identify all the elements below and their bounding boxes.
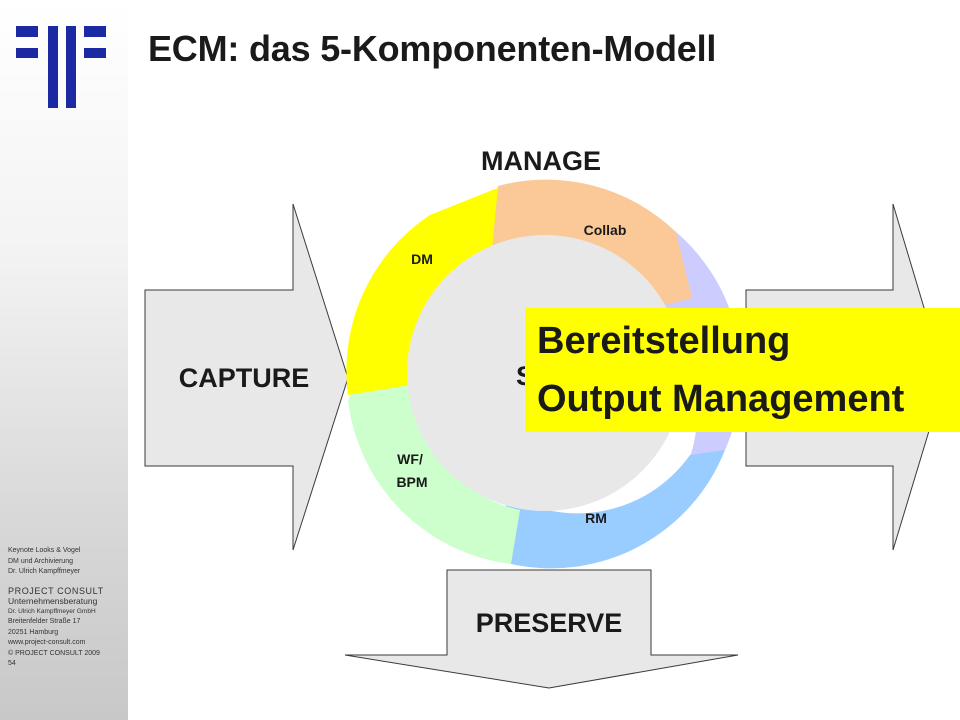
footer-line: www.project-consult.com (8, 639, 86, 646)
footer-subtitle: Unternehmensberatung (8, 596, 98, 606)
footer-company: PROJECT CONSULT (8, 585, 104, 596)
segment-label-bpm: BPM (396, 474, 427, 490)
footer-line: Keynote Looks & Vogel (8, 547, 81, 554)
footer-info: Keynote Looks & Vogel DM und Archivierun… (8, 546, 126, 670)
manage-label: MANAGE (481, 146, 601, 176)
segment-wf-bpm (348, 355, 520, 564)
segment-label-dm: DM (411, 251, 433, 267)
segment-dm (346, 185, 505, 395)
footer-line: Breitenfelder Straße 17 (8, 618, 81, 625)
segment-label-collab: Collab (584, 222, 627, 238)
callout-line-1: Bereitstellung (537, 320, 791, 362)
capture-label: CAPTURE (179, 363, 310, 393)
footer-line: 20251 Hamburg (8, 628, 59, 636)
capture-arrow (144, 203, 349, 551)
sidebar: Keynote Looks & Vogel DM und Archivierun… (0, 0, 128, 720)
footer-line: Dr. Ulrich Kampffmeyer (8, 568, 81, 575)
segment-label-rm: RM (585, 510, 607, 526)
preserve-label: PRESERVE (476, 608, 623, 638)
segment-label-wf: WF/ (397, 451, 423, 467)
output-callout: Bereitstellung Output Management (525, 308, 960, 432)
preserve-arrow (344, 569, 739, 689)
footer-line: © PROJECT CONSULT 2009 (8, 649, 100, 657)
footer-line: DM und Archivierung (8, 557, 73, 565)
segment-rm (476, 450, 725, 569)
footer-line: Dr. Ulrich Kampffmeyer GmbH (8, 607, 96, 615)
callout-line-2: Output Management (537, 378, 905, 420)
page-title: ECM: das 5-Komponenten-Modell (148, 28, 717, 69)
project-consult-logo-icon (16, 26, 106, 108)
page-number: 54 (8, 660, 16, 667)
